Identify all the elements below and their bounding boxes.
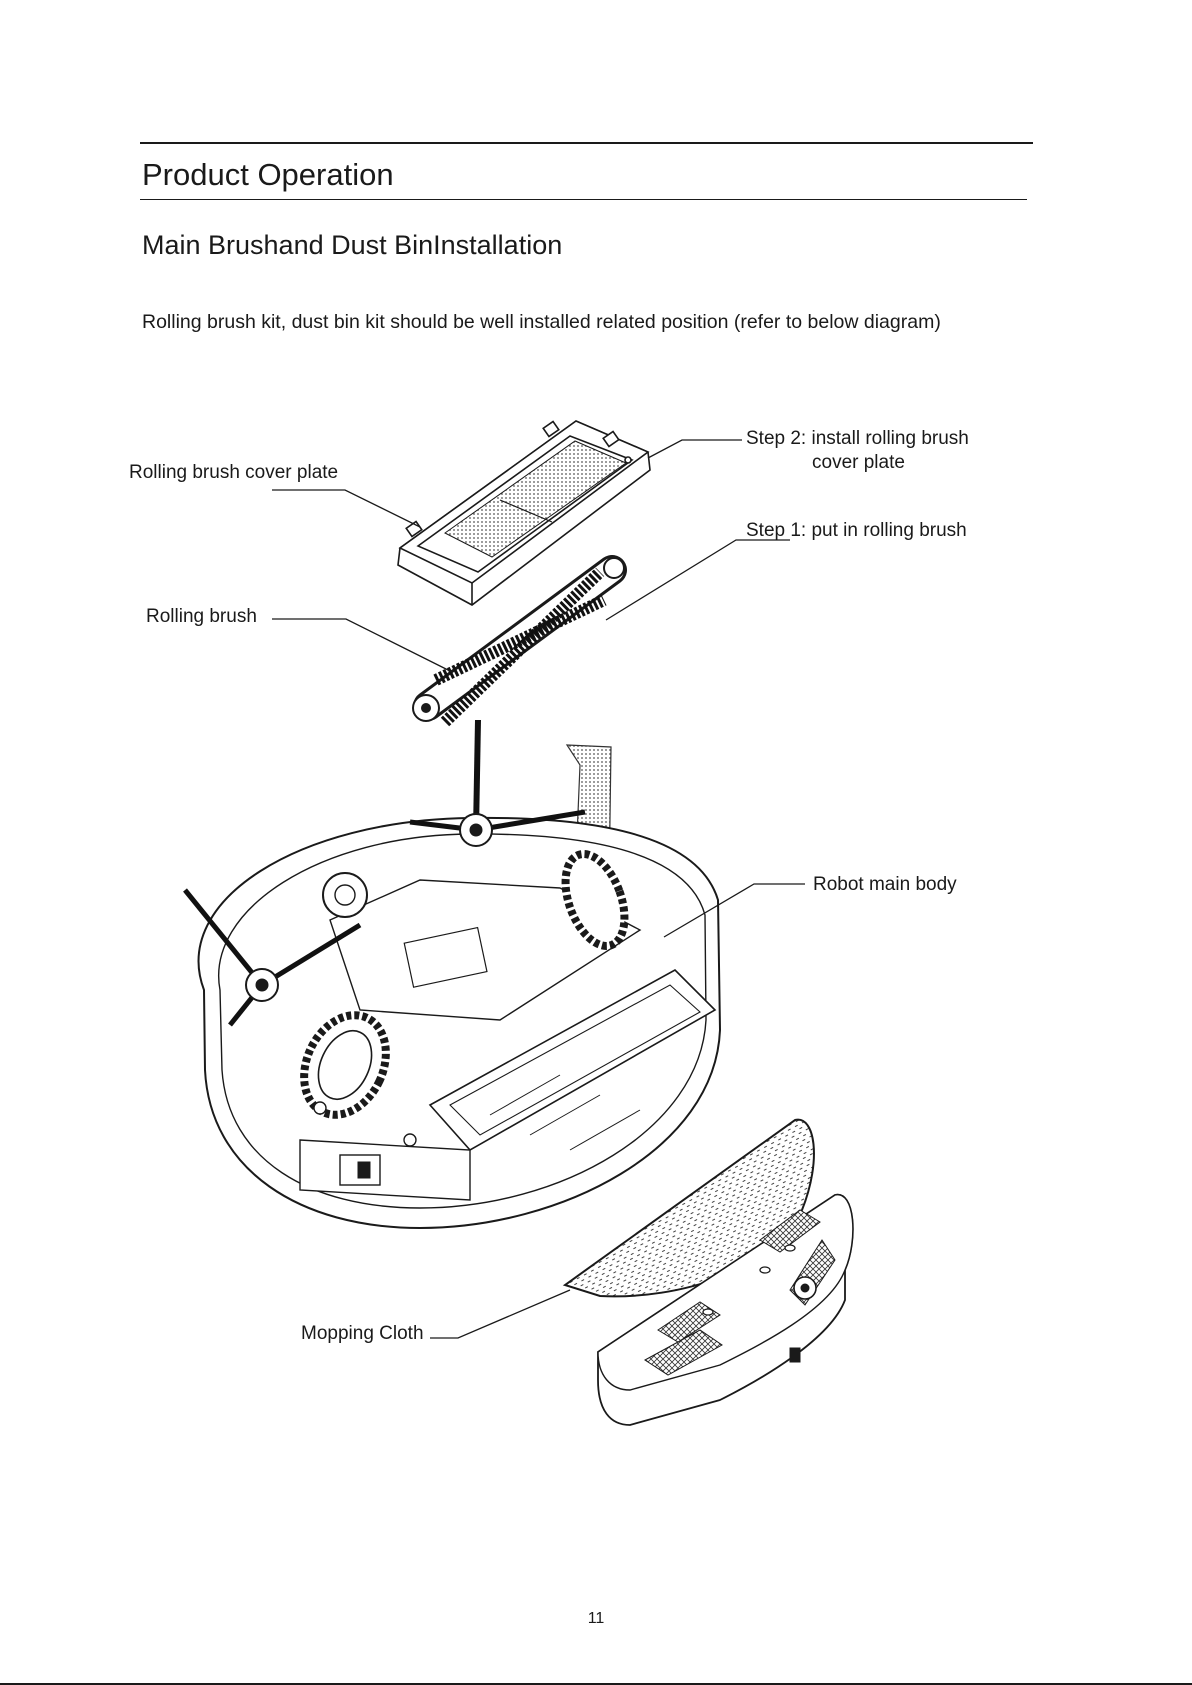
- label-step2-line1: Step 2: install rolling brush: [746, 427, 969, 451]
- label-main-body: Robot main body: [813, 873, 957, 897]
- label-step2-line2: cover plate: [812, 451, 905, 475]
- page-number: 11: [0, 1610, 1192, 1628]
- label-rolling-brush: Rolling brush: [146, 605, 257, 629]
- label-mopping-cloth: Mopping Cloth: [301, 1322, 424, 1346]
- robot-body-illustration: [185, 720, 720, 1228]
- label-step1: Step 1: put in rolling brush: [746, 519, 967, 543]
- label-cover-plate: Rolling brush cover plate: [129, 461, 338, 485]
